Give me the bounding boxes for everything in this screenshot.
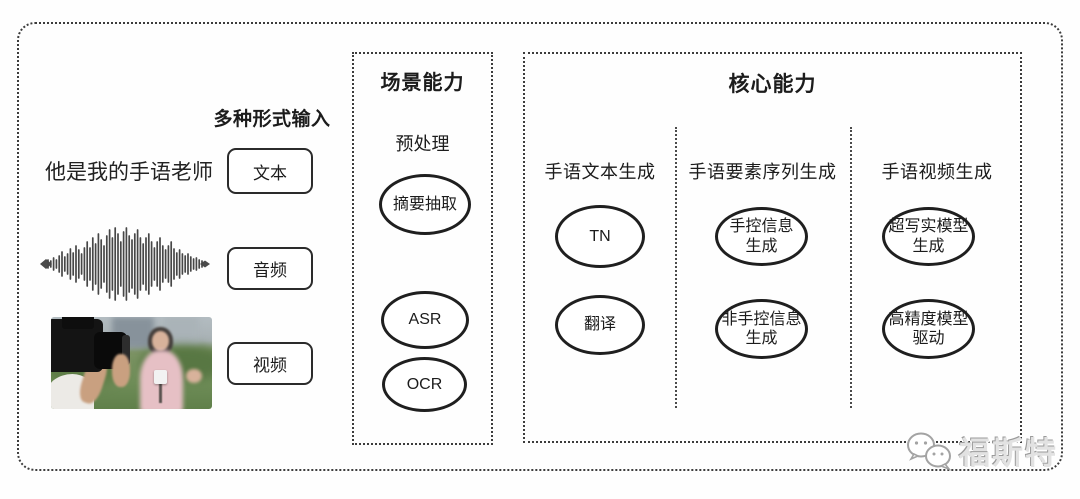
audio-waveform: [40, 226, 210, 302]
node-label: 摘要抽取: [392, 195, 457, 213]
node-label: OCR: [406, 375, 443, 393]
photo-reporter-face: [151, 330, 170, 352]
node-hyperrealistic-model-generation: 超写实模型 生成: [882, 207, 975, 266]
node-label: 生成: [912, 237, 945, 255]
core-panel-title: 核心能力: [728, 73, 817, 96]
watermark-text: 福斯特: [959, 436, 1058, 471]
node-label: ASR: [408, 311, 442, 329]
node-label: 手控信息: [729, 218, 794, 236]
text-input-label: 文本: [253, 163, 287, 183]
node-label: 生成: [745, 237, 778, 255]
waveform-icon: [40, 227, 210, 301]
node-summary-extraction: 摘要抽取: [379, 174, 471, 235]
node-label: 非手控信息: [721, 310, 802, 328]
interview-photo: [51, 317, 212, 409]
node-label: TN: [589, 227, 611, 245]
video-input-box: 视频: [227, 342, 313, 385]
node-ocr: OCR: [382, 357, 467, 412]
audio-input-label: 音频: [253, 261, 287, 280]
node-asr: ASR: [381, 291, 469, 349]
multi-input-label: 多种形式输入: [213, 109, 331, 130]
column-header-element-sequence-generation: 手语要素序列生成: [688, 162, 837, 182]
photo-mic-stick: [158, 383, 163, 404]
outer-dashed-frame: [17, 22, 1063, 471]
scene-capability-panel: 场景能力 预处理 摘要抽取 ASR OCR: [352, 52, 493, 445]
node-label: 高精度模型: [888, 310, 969, 328]
node-label: 翻译: [583, 316, 616, 334]
video-input-label: 视频: [253, 356, 287, 375]
column-header-text-generation: 手语文本生成: [544, 162, 656, 182]
column-separator: [675, 127, 677, 408]
node-label: 生成: [745, 330, 778, 347]
wechat-bubbles-icon: [907, 432, 952, 471]
scene-panel-title: 场景能力: [380, 72, 465, 94]
photo-mic-flag: [154, 370, 167, 385]
node-label: 驱动: [912, 330, 945, 347]
column-header-video-generation: 手语视频生成: [881, 162, 993, 182]
text-input-box: 文本: [227, 148, 313, 194]
photo-reporter-hand: [186, 368, 203, 384]
column-separator: [850, 127, 852, 408]
node-nonmanual-info-generation: 非手控信息 生成: [715, 299, 808, 359]
node-label: 超写实模型: [888, 218, 969, 236]
photo-camera-top: [62, 317, 95, 329]
watermark: 福斯特: [905, 428, 1058, 473]
node-high-precision-model-driving: 高精度模型 驱动: [882, 299, 975, 359]
node-translation: 翻译: [555, 295, 645, 355]
photo-camera-lens-ring: [121, 335, 130, 365]
sample-sentence-text: 他是我的手语老师: [45, 161, 213, 184]
audio-input-box: 音频: [227, 247, 313, 290]
node-tn: TN: [555, 205, 645, 268]
core-capability-panel: 核心能力 手语文本生成 手语要素序列生成 手语视频生成 TN 翻译 手控信息 生…: [523, 52, 1022, 443]
preprocess-label: 预处理: [395, 134, 450, 154]
photo-hand-on-lens: [112, 353, 130, 387]
node-manual-info-generation: 手控信息 生成: [715, 207, 808, 266]
